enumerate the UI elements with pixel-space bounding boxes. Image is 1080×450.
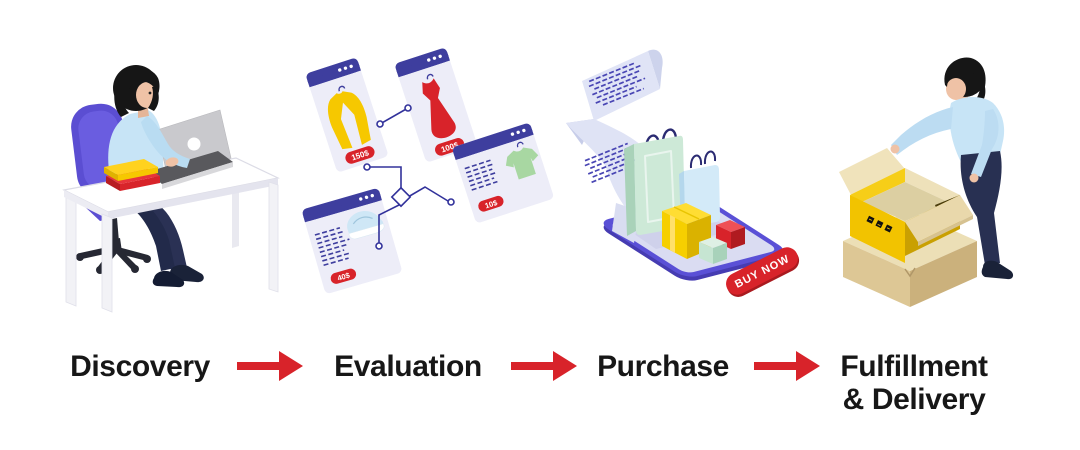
coat-icon [327, 91, 371, 150]
arrow-right-icon [237, 351, 303, 381]
woman-hand [969, 173, 979, 183]
box-flap [905, 195, 973, 242]
fulfillment-illustration [839, 57, 1014, 307]
price-tag: 40$ [330, 268, 357, 284]
stage-label-fulfillment: Fulfillment & Delivery [840, 350, 988, 416]
discovery-illustration [62, 65, 280, 313]
woman-arm [971, 109, 999, 177]
purchase-illustration: BUY NOW [566, 49, 800, 297]
hanger-icon [516, 141, 524, 148]
arrow-right-icon [754, 351, 820, 381]
comparison-network [363, 104, 455, 250]
hanger-icon [426, 73, 434, 80]
price-tag: 150$ [345, 146, 375, 164]
price-text: 10$ [484, 198, 499, 211]
product-card-dress: 100$ [395, 48, 477, 162]
woman-head [113, 65, 160, 118]
window-dots-icon [359, 193, 374, 201]
price-text: 40$ [336, 270, 351, 282]
tshirt-icon [505, 141, 539, 180]
window-dots-icon [427, 54, 442, 62]
cardboard-box-open [839, 148, 973, 263]
laptop-logo-icon [187, 137, 201, 151]
product-card-coat: 150$ [306, 58, 388, 172]
shipping-marks-icon [866, 215, 893, 233]
stage-label-purchase: Purchase [597, 350, 729, 383]
window-dots-icon [510, 128, 526, 136]
parcel-red [716, 220, 745, 249]
evaluation-illustration: 150$ 100$ [302, 48, 554, 294]
books [104, 159, 160, 191]
parcel-mint [699, 237, 727, 264]
dress-icon [422, 78, 456, 139]
stage-label-fulfillment-line2: & Delivery [842, 383, 986, 416]
parcel-yellow [662, 203, 711, 259]
stage-label-fulfillment-line1: Fulfillment [840, 350, 988, 383]
woman-hand [890, 144, 900, 154]
woman-arm [141, 116, 190, 168]
arrow-right-icon [511, 351, 577, 381]
box-flap [839, 148, 905, 195]
network-diamond-node [390, 186, 412, 208]
stage-label-evaluation: Evaluation [334, 350, 482, 383]
sneaker-icon [347, 211, 385, 240]
receipt-text-lines [588, 61, 646, 106]
stage-label-discovery: Discovery [70, 350, 210, 383]
bag-handle-icon [703, 150, 717, 165]
product-card-sneaker: 40$ [302, 188, 402, 294]
shoe [981, 260, 1014, 280]
hanger-icon [338, 85, 346, 92]
text-lines [314, 227, 352, 267]
woman-hand [165, 157, 179, 167]
woman-arm [891, 107, 953, 155]
product-card-tshirt: 10$ [452, 123, 554, 223]
price-tag: 10$ [478, 195, 504, 212]
window-dots-icon [338, 64, 353, 72]
bag-handle-icon [689, 154, 703, 169]
shoe [152, 270, 185, 288]
